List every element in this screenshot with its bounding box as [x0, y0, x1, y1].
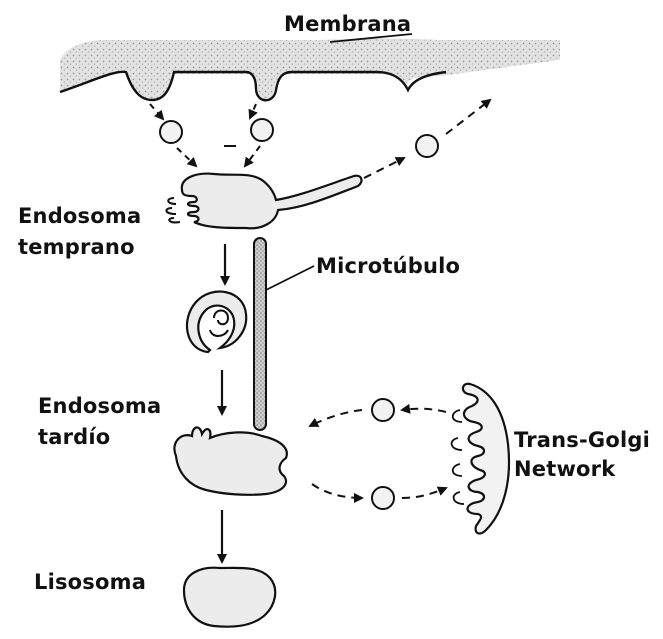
label-membrana-text: Membrana [284, 12, 411, 37]
early-endosome [182, 174, 362, 229]
multivesicular-carrier [187, 292, 246, 352]
arrow-membrane-to-vesicle-1 [150, 104, 163, 119]
carrier-inner-loops [210, 311, 228, 337]
microtubule [254, 238, 266, 430]
late-endosome [174, 427, 286, 494]
label-endosoma-temprano-line2: temprano [18, 235, 141, 260]
golgi-vesicle-lower [372, 487, 394, 509]
early-endosome-folds [166, 198, 180, 222]
label-endosoma-tardio-line2: tardío [38, 425, 161, 450]
arrow-vesicle1-to-endosome [177, 148, 196, 166]
vesicle-upper-mid [251, 119, 273, 141]
label-endosoma-tardio: Endosoma tardío [38, 394, 161, 450]
arrow-late-to-golgi-lower [312, 484, 362, 498]
label-endosoma-tardio-line1: Endosoma [38, 394, 161, 419]
vesicle-upper-left [160, 121, 182, 143]
arrow-lower-vesicle-to-golgi [402, 488, 446, 498]
arrow-vesicle2-to-endosome [245, 146, 260, 166]
lysosome [184, 568, 275, 627]
label-trans-golgi-network: Trans-Golgi Network [514, 428, 650, 482]
label-lisosoma: Lisosoma [34, 570, 146, 595]
recycling-vesicle [416, 135, 438, 157]
label-microtubulo-text: Microtúbulo [316, 254, 460, 279]
label-endosoma-temprano: Endosoma temprano [18, 204, 141, 260]
microtubulo-leader-line [266, 266, 314, 290]
label-trans-golgi-line1: Trans-Golgi [514, 428, 650, 453]
label-microtubulo: Microtúbulo [316, 254, 460, 279]
arrow-membrane-to-vesicle-2 [250, 104, 256, 118]
golgi-cisternae [452, 410, 464, 504]
golgi-vesicle-upper [372, 399, 394, 421]
trans-golgi-network [463, 384, 509, 534]
label-trans-golgi-line2: Network [514, 457, 650, 482]
plasma-membrane-outline [60, 72, 446, 101]
arrow-tubule-to-recycling-vesicle [364, 158, 404, 178]
arrow-recycling-to-membrane [446, 100, 490, 134]
arrow-golgi-upper-left [402, 409, 446, 412]
arrow-golgi-to-late-upper [310, 410, 362, 426]
label-membrana: Membrana [284, 12, 411, 37]
label-endosoma-temprano-line1: Endosoma [18, 204, 141, 229]
label-lisosoma-text: Lisosoma [34, 570, 146, 595]
